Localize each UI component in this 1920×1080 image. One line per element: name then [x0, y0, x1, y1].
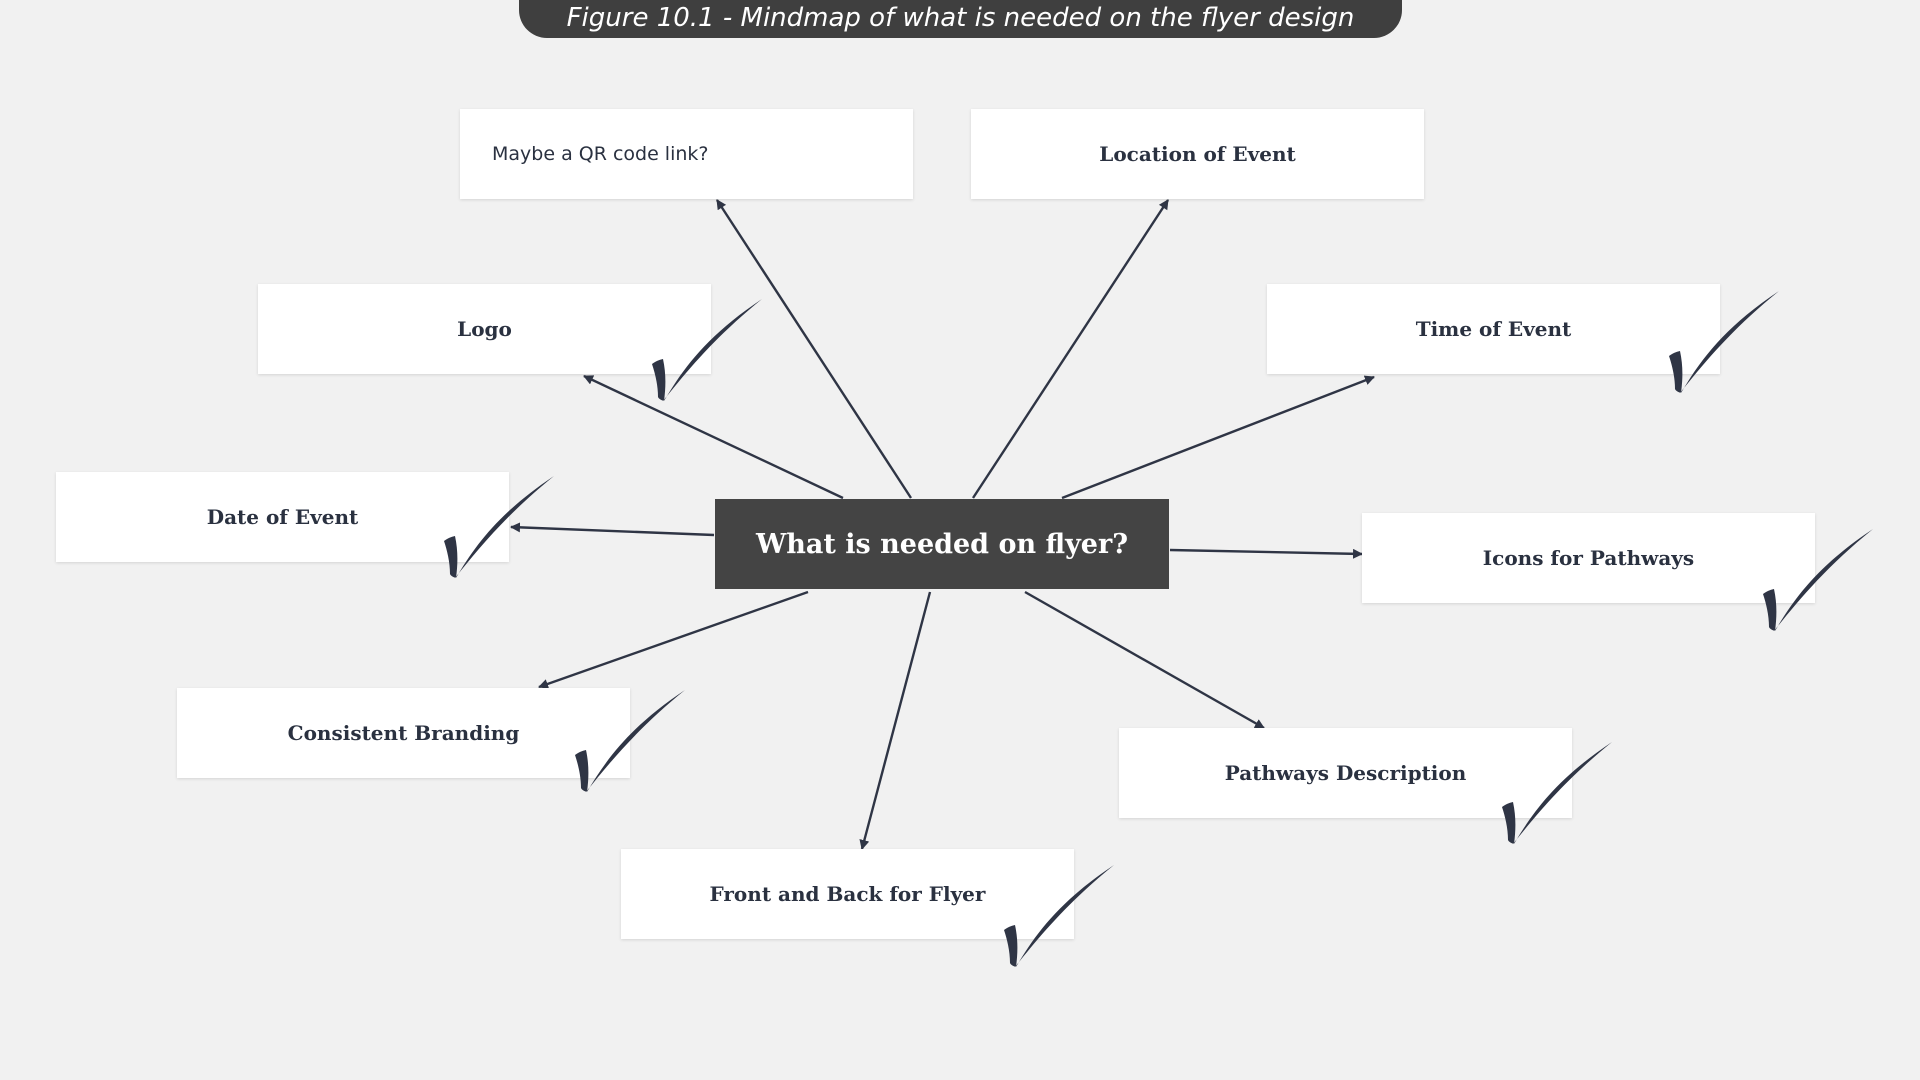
figure-title: Figure 10.1 - Mindmap of what is needed …	[566, 3, 1355, 33]
node-qr-label: Maybe a QR code link?	[492, 143, 709, 165]
connector-location	[971, 199, 1170, 499]
center-node-label: What is needed on flyer?	[755, 528, 1129, 560]
connector-frontback	[859, 591, 932, 850]
checkmark-logo-icon	[652, 299, 762, 401]
node-logo-label: Logo	[457, 317, 512, 341]
connector-branding	[538, 590, 809, 689]
connector-date	[510, 522, 715, 537]
connector-icons	[1169, 548, 1363, 559]
node-date-label: Date of Event	[206, 505, 359, 529]
node-location[interactable]: Location of Event	[971, 109, 1424, 199]
connector-pathways	[1024, 590, 1265, 730]
figure-title-banner: Figure 10.1 - Mindmap of what is needed …	[519, 0, 1402, 38]
node-time[interactable]: Time of Event	[1267, 284, 1720, 374]
checkmark-branding-icon	[575, 690, 685, 792]
node-pathways-label: Pathways Description	[1224, 761, 1467, 785]
node-location-label: Location of Event	[1099, 142, 1296, 166]
checkmark-date-icon	[444, 476, 554, 578]
node-logo[interactable]: Logo	[258, 284, 711, 374]
node-icons-label: Icons for Pathways	[1482, 546, 1695, 570]
connector-logo	[583, 374, 844, 500]
node-icons[interactable]: Icons for Pathways	[1362, 513, 1815, 603]
checkmark-time-icon	[1669, 291, 1779, 393]
node-frontback[interactable]: Front and Back for Flyer	[621, 849, 1074, 939]
connector-qr	[715, 199, 913, 499]
node-date[interactable]: Date of Event	[56, 472, 509, 562]
checkmark-pathways-icon	[1502, 742, 1612, 844]
center-node[interactable]: What is needed on flyer?	[715, 499, 1169, 589]
checkmark-icons-icon	[1763, 529, 1873, 631]
node-time-label: Time of Event	[1415, 317, 1572, 341]
checkmark-frontback-icon	[1004, 865, 1114, 967]
node-branding-label: Consistent Branding	[287, 721, 520, 745]
node-frontback-label: Front and Back for Flyer	[709, 882, 986, 906]
node-qr[interactable]: Maybe a QR code link?	[460, 109, 913, 199]
node-branding[interactable]: Consistent Branding	[177, 688, 630, 778]
node-pathways[interactable]: Pathways Description	[1119, 728, 1572, 818]
connector-time	[1061, 375, 1375, 500]
